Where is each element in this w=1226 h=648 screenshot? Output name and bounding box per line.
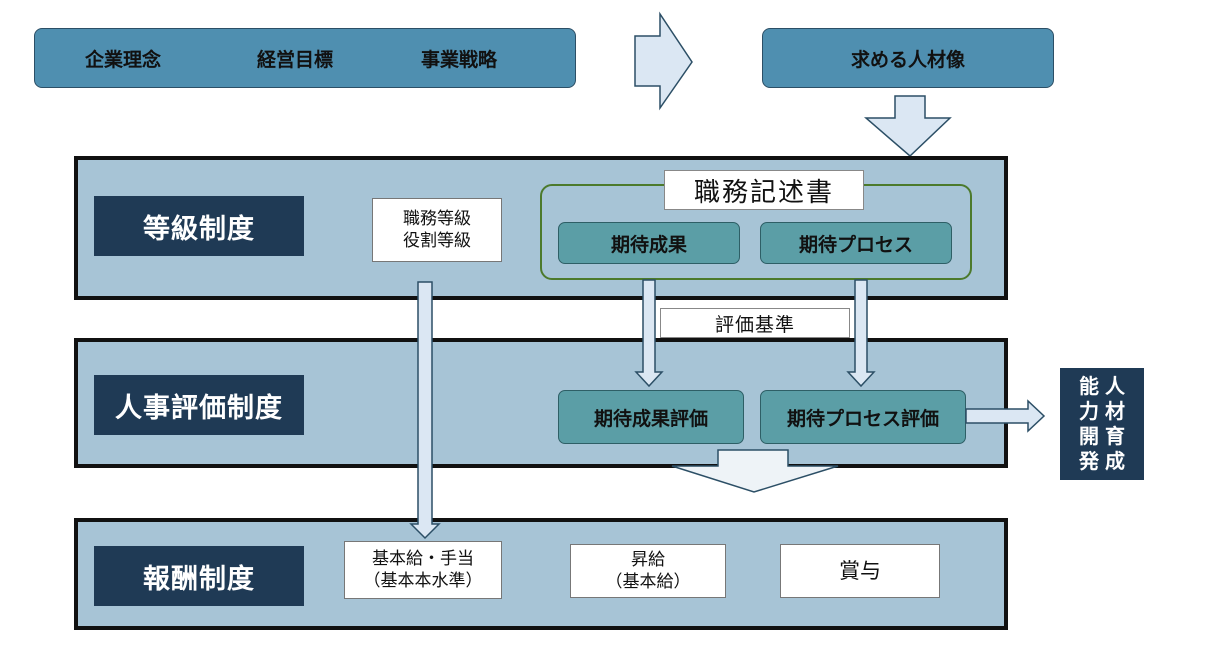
talent-down-arrow — [863, 95, 952, 158]
talent-development-box: 能 力 開 発 人 材 育 成 — [1060, 368, 1144, 480]
bonus-box: 賞与 — [780, 544, 940, 598]
philosophy-goals-strategy-box: 企業理念 経営目標 事業戦略 — [34, 28, 576, 88]
dev-char: 人 — [1105, 374, 1125, 398]
top-item-strategy: 事業戦略 — [421, 49, 498, 71]
dev-char: 成 — [1105, 449, 1125, 473]
raise-note: （基本給） — [605, 572, 691, 592]
expected-results-box: 期待成果 — [558, 222, 740, 264]
base-pay-label: 基本給・手当 — [372, 549, 474, 569]
dev-char: 力 — [1079, 399, 1099, 423]
compensation-system-label: 報酬制度 — [94, 546, 304, 606]
raise-box: 昇給 （基本給） — [570, 544, 726, 598]
evaluation-system-label: 人事評価制度 — [94, 375, 304, 435]
base-pay-box: 基本給・手当 （基本本水準） — [344, 541, 502, 599]
development-col-ability: 能 力 開 発 — [1079, 374, 1099, 480]
dev-char: 発 — [1079, 449, 1099, 473]
dev-char: 育 — [1105, 424, 1125, 448]
desired-talent-label: 求める人材像 — [850, 48, 965, 71]
grade-system-label: 等級制度 — [94, 196, 304, 256]
process-evaluation-box: 期待プロセス評価 — [760, 390, 966, 444]
desired-talent-box: 求める人材像 — [762, 28, 1054, 88]
dev-char: 能 — [1079, 374, 1099, 398]
results-evaluation-box: 期待成果評価 — [558, 390, 744, 444]
grade-type-role: 役割等級 — [403, 231, 471, 251]
raise-label: 昇給 — [631, 550, 665, 570]
grade-types-box: 職務等級 役割等級 — [372, 198, 502, 262]
top-item-philosophy: 企業理念 — [85, 49, 162, 71]
top-right-arrow — [634, 11, 693, 111]
grade-type-job: 職務等級 — [403, 209, 471, 229]
top-item-goals: 経営目標 — [257, 49, 334, 71]
dev-char: 材 — [1105, 399, 1125, 423]
job-description-title: 職務記述書 — [664, 170, 864, 210]
bonus-label: 賞与 — [839, 559, 881, 583]
evaluation-criteria-label: 評価基準 — [660, 308, 850, 338]
expected-process-box: 期待プロセス — [760, 222, 952, 264]
development-col-talent: 人 材 育 成 — [1105, 374, 1125, 480]
base-pay-note: （基本本水準） — [363, 571, 483, 591]
dev-char: 開 — [1079, 424, 1099, 448]
